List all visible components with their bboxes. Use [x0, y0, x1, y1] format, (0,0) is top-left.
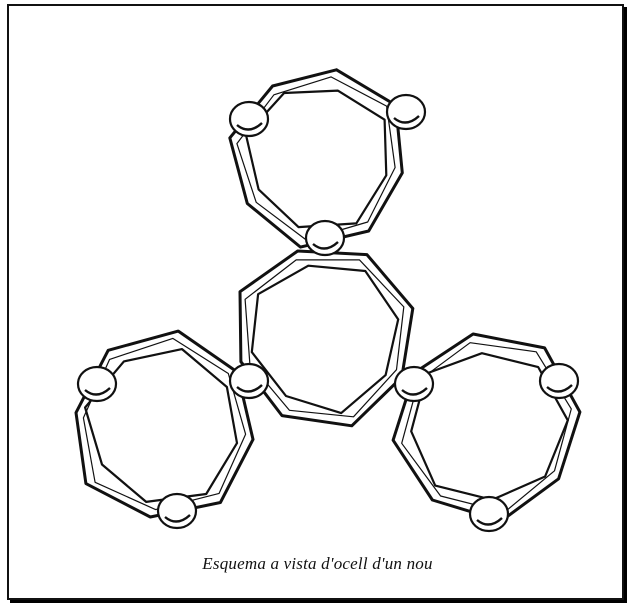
top-ring — [230, 70, 402, 247]
figure-caption: Esquema a vista d'ocell d'un nou — [9, 554, 626, 574]
right-ring — [393, 334, 580, 521]
figure-frame: Esquema a vista d'ocell d'un nou — [7, 4, 624, 600]
person-head — [78, 367, 116, 401]
person-head — [470, 497, 508, 531]
person-head — [395, 367, 433, 401]
center-ring — [240, 251, 413, 426]
person-head — [540, 364, 578, 398]
person-head — [306, 221, 344, 255]
left-ring — [76, 331, 253, 517]
person-head — [230, 102, 268, 136]
person-head — [158, 494, 196, 528]
person-head — [230, 364, 268, 398]
person-head — [387, 95, 425, 129]
knot-illustration — [9, 6, 626, 602]
